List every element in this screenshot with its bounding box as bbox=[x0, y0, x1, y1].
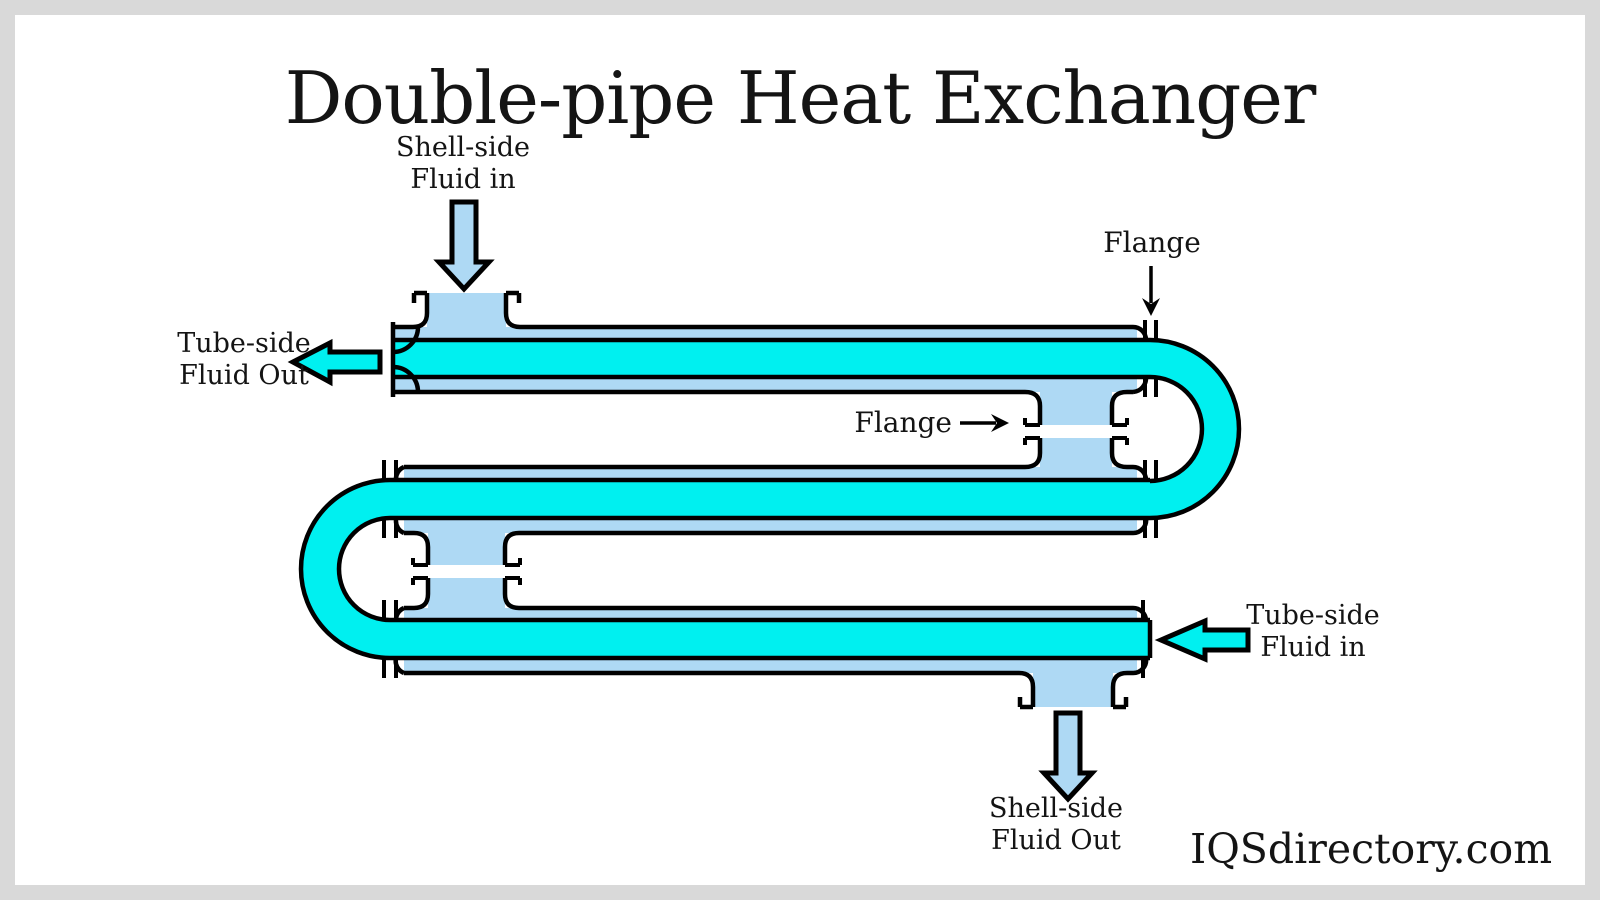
label-line: Fluid in bbox=[410, 164, 516, 195]
shell-in-arrow bbox=[433, 199, 495, 293]
label-line: Fluid Out bbox=[179, 360, 309, 391]
tube-out-arrow bbox=[287, 338, 383, 387]
watermark: IQSdirectory.com bbox=[1190, 825, 1553, 873]
label-line: Shell-side bbox=[395, 132, 530, 163]
flange-ticks bbox=[382, 320, 1158, 678]
tube-run-1 bbox=[392, 340, 1150, 377]
inlet-nozzle-fill bbox=[427, 293, 506, 329]
pipe-outlines bbox=[298, 290, 1242, 710]
shell-out-arrow bbox=[1038, 710, 1098, 803]
label-line: Tube-side bbox=[177, 328, 311, 359]
tube-run-2 bbox=[390, 480, 1150, 518]
flange-gap-left bbox=[426, 565, 507, 578]
flange-top-arrow bbox=[1142, 266, 1160, 316]
label-tube-side-fluid-out: Tube-side Fluid Out bbox=[124, 328, 364, 392]
tube-pipe-fills bbox=[301, 340, 1239, 658]
tube-run-3 bbox=[390, 620, 1150, 658]
outlet-nozzle-fill bbox=[1033, 671, 1113, 707]
flange-mid-arrow bbox=[960, 414, 1009, 432]
label-line: Tube-side bbox=[1246, 600, 1380, 631]
label-line: Fluid Out bbox=[991, 825, 1121, 856]
label-line: Fluid in bbox=[1260, 632, 1366, 663]
label-tube-side-fluid-in: Tube-side Fluid in bbox=[1233, 600, 1393, 664]
label-flange-mid: Flange bbox=[854, 406, 952, 439]
label-shell-side-fluid-in: Shell-side Fluid in bbox=[363, 132, 563, 196]
flange-gap-right bbox=[1038, 425, 1114, 438]
label-shell-side-fluid-out: Shell-side Fluid Out bbox=[956, 793, 1156, 857]
page-title: Double-pipe Heat Exchanger bbox=[284, 56, 1317, 140]
u-bend-left bbox=[301, 480, 390, 658]
label-line: Shell-side bbox=[988, 793, 1123, 824]
tube-in-arrow bbox=[1154, 617, 1251, 663]
u-bend-right bbox=[1150, 340, 1239, 518]
label-flange-top: Flange bbox=[1103, 226, 1201, 259]
